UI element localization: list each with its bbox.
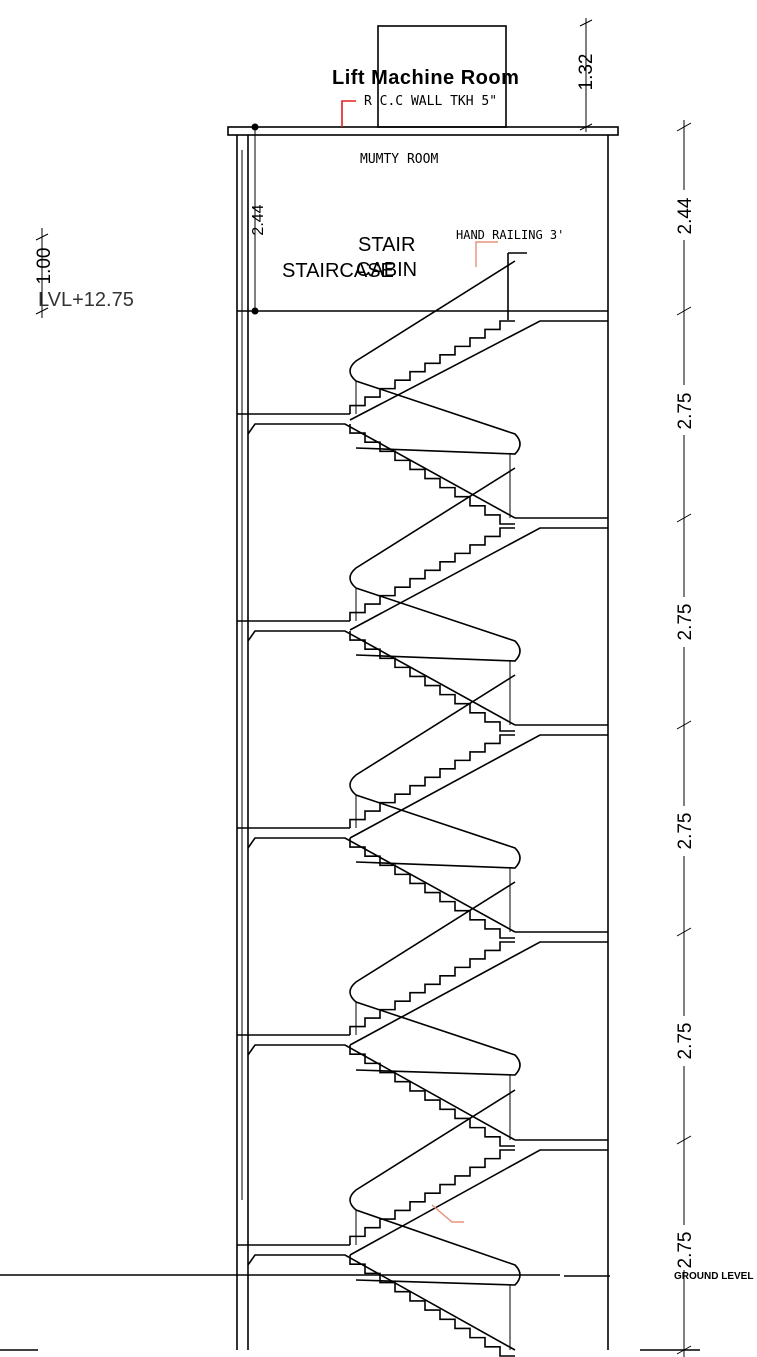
dimension-ticks	[676, 122, 692, 1355]
stair-flight-up-1	[349, 320, 515, 414]
left-marker-tick-b	[35, 307, 49, 315]
lift-machine-room-label: Lift Machine Room	[332, 67, 519, 89]
left-marker-tick-a	[35, 233, 49, 241]
dim-floor-2: 2.75	[675, 604, 696, 641]
dim-dot-bottom	[251, 307, 259, 315]
dimension-tick-4	[676, 720, 692, 730]
tick-top-a	[579, 19, 593, 27]
stair-flight-up-4	[349, 941, 515, 1035]
dim-dot-top	[251, 123, 259, 131]
hand-railing-label: HAND RAILING 3'	[456, 228, 564, 242]
stair-flight-down-4	[349, 1045, 515, 1147]
railing-zigzag-5	[349, 1089, 521, 1286]
dim-floor-3: 2.75	[675, 813, 696, 850]
right-landings	[349, 320, 608, 1256]
dimension-tick-5	[676, 927, 692, 937]
mumty-inner-dim: 2.44	[250, 204, 267, 235]
stair-flight-down-1	[349, 424, 515, 525]
stair-flights	[349, 320, 515, 1357]
stair-flight-up-5	[349, 1149, 515, 1245]
railing-zigzag-4	[349, 881, 521, 1076]
hand-railings	[349, 252, 527, 1350]
tick-top-b	[579, 123, 593, 131]
dimension-tick-2	[676, 306, 692, 316]
left-landings	[237, 413, 516, 1351]
dimension-tick-7	[676, 1345, 692, 1355]
ground-level-label: GROUND LEVEL	[674, 1271, 753, 1282]
right-dimension-labels: 2.44 2.75 2.75 2.75 2.75 2.75	[675, 190, 696, 1270]
rcc-wall-leader	[341, 100, 356, 127]
stair-label: STAIR	[358, 234, 415, 256]
stair-flight-down-3	[349, 838, 515, 939]
rcc-wall-label: R C.C WALL TKH 5"	[364, 94, 497, 109]
dim-floor-1: 2.75	[675, 393, 696, 430]
cabin-label: CABIN	[356, 259, 417, 281]
railing-zigzag-3	[349, 674, 521, 869]
dim-mumty-right: 2.44	[675, 197, 696, 234]
dim-floor-5: 2.75	[675, 1232, 696, 1269]
left-marker-dim: 1.00	[34, 248, 55, 285]
railing-leader-lower	[431, 1204, 464, 1223]
dimension-tick-1	[676, 122, 692, 132]
railing-zigzag-2	[349, 467, 521, 662]
mumty-room-label: MUMTY ROOM	[360, 152, 438, 167]
stair-flight-down-5	[349, 1255, 515, 1357]
roof-slab	[227, 126, 619, 136]
lift-machine-room-box	[377, 25, 507, 128]
stair-flight-down-2	[349, 631, 515, 732]
staircase-label: STAIRCASE	[282, 260, 394, 282]
railing-zigzag-1	[349, 260, 521, 455]
dimension-tick-3	[676, 513, 692, 523]
lift-height-dim: 1.32	[576, 54, 597, 91]
railing-leader	[475, 241, 498, 267]
dim-floor-4: 2.75	[675, 1023, 696, 1060]
stair-flight-up-2	[349, 527, 515, 621]
level-label: LVL+12.75	[38, 289, 134, 311]
dimension-tick-6	[676, 1135, 692, 1145]
stair-flight-up-3	[349, 734, 515, 828]
